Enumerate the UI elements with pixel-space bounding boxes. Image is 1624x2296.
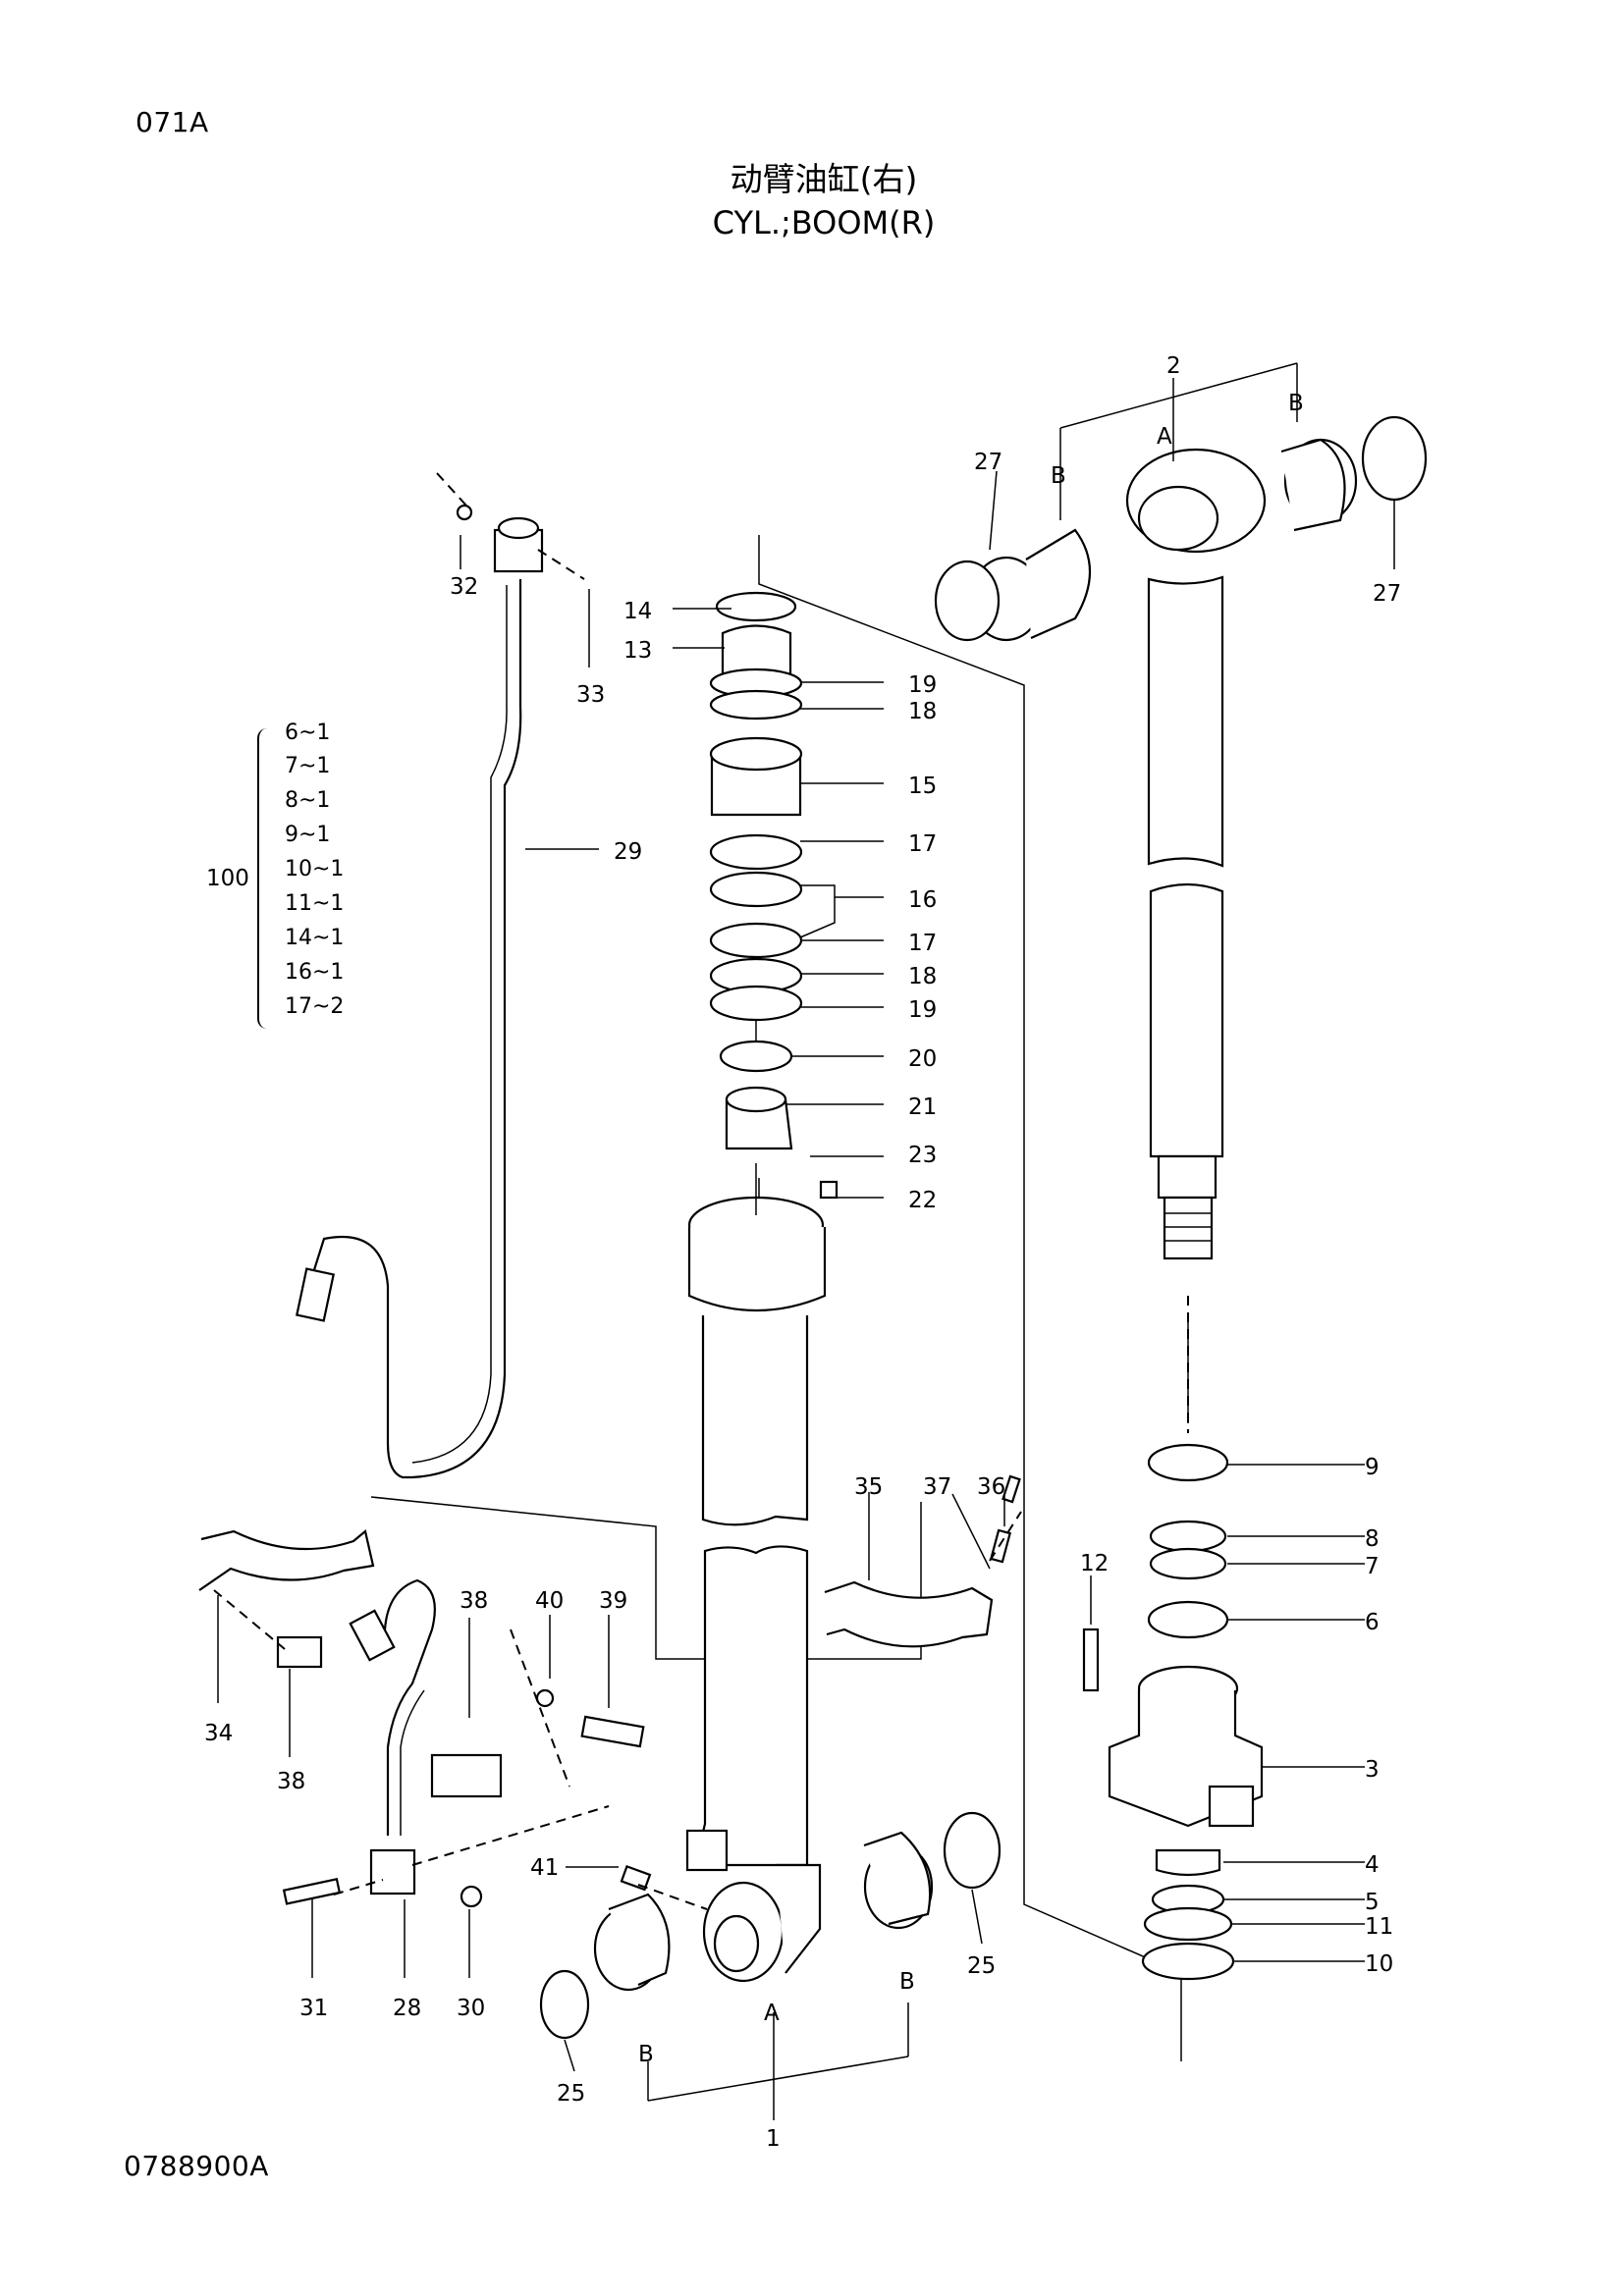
kit-item: 7~1 — [285, 754, 331, 778]
callout-7: 7 — [1365, 1554, 1380, 1579]
callout-31: 31 — [299, 1996, 328, 2021]
callout-29: 29 — [614, 839, 642, 865]
callout-34: 34 — [204, 1721, 233, 1746]
dashed-leaders — [213, 472, 1022, 1910]
kit-item: 16~1 — [285, 960, 345, 985]
piston-rod — [1125, 448, 1267, 1260]
callout-6: 6 — [1365, 1610, 1380, 1635]
callout-12: 12 — [1080, 1551, 1109, 1576]
callout-37: 37 — [923, 1474, 951, 1500]
kit-item: 9~1 — [285, 823, 331, 847]
kit-item: 11~1 — [285, 891, 345, 916]
callout-17: 17 — [908, 931, 937, 956]
callout-b: B — [638, 2042, 654, 2067]
callout-18: 18 — [908, 699, 937, 724]
callout-38: 38 — [277, 1769, 305, 1794]
drawing-code-top: 071A — [135, 106, 209, 138]
callout-b: B — [1051, 463, 1066, 489]
callout-8: 8 — [1365, 1526, 1380, 1552]
callout-33: 33 — [576, 682, 605, 708]
callout-17: 17 — [908, 831, 937, 857]
callout-23: 23 — [908, 1143, 937, 1168]
callout-2: 2 — [1166, 353, 1181, 379]
callout-numbers: 2 B A B 27 27 32 33 14 13 19 18 15 17 16… — [204, 353, 1401, 2152]
callout-27: 27 — [1373, 581, 1401, 607]
title-english: CYL.;BOOM(R) — [712, 204, 936, 241]
callout-35: 35 — [854, 1474, 883, 1500]
callout-b: B — [899, 1969, 915, 1995]
pipe-29 — [296, 504, 544, 1479]
callout-20: 20 — [908, 1046, 937, 1072]
callout-1: 1 — [766, 2126, 781, 2152]
callout-16: 16 — [908, 887, 937, 913]
callout-27: 27 — [974, 450, 1002, 475]
callout-21: 21 — [908, 1095, 937, 1120]
callout-15: 15 — [908, 774, 937, 799]
kit-item: 10~1 — [285, 857, 345, 881]
pipe-28 — [349, 1578, 436, 1896]
callout-32: 32 — [450, 574, 478, 600]
kit-number: 100 — [206, 866, 249, 891]
cylinder-tube — [685, 591, 839, 1983]
kit-item: 8~1 — [285, 788, 331, 813]
callout-18: 18 — [908, 964, 937, 989]
kit-item: 17~2 — [285, 994, 345, 1019]
kit-brace — [257, 728, 273, 1029]
callout-30: 30 — [457, 1996, 485, 2021]
callout-5: 5 — [1365, 1890, 1380, 1915]
cylinder-head-group — [1082, 1443, 1264, 1981]
callout-22: 22 — [908, 1188, 937, 1213]
callout-25: 25 — [557, 2081, 585, 2107]
bottom-end-bushings — [539, 1811, 1001, 2120]
title-chinese: 动臂油缸(右) — [730, 160, 918, 198]
callout-13: 13 — [623, 638, 652, 664]
callout-3: 3 — [1365, 1757, 1380, 1783]
callout-14: 14 — [623, 599, 652, 624]
callout-9: 9 — [1365, 1455, 1380, 1480]
kit-item: 14~1 — [285, 926, 345, 950]
callout-b: B — [1288, 391, 1304, 416]
kit-item: 6~1 — [285, 721, 331, 745]
callout-leaders — [217, 470, 1395, 2072]
clamps — [198, 1474, 1021, 1908]
callout-39: 39 — [599, 1588, 627, 1614]
callout-19: 19 — [908, 997, 937, 1023]
callout-4: 4 — [1365, 1852, 1380, 1878]
callout-41: 41 — [530, 1855, 559, 1881]
callout-11: 11 — [1365, 1914, 1393, 1940]
callout-a: A — [1157, 424, 1172, 450]
drawing-code-bottom: 0788900A — [124, 2150, 269, 2182]
callout-10: 10 — [1365, 1951, 1393, 1977]
callout-36: 36 — [977, 1474, 1005, 1500]
rod-end-bushings — [934, 362, 1428, 642]
callout-38: 38 — [460, 1588, 488, 1614]
callout-28: 28 — [393, 1996, 421, 2021]
callout-a: A — [764, 2001, 780, 2026]
callout-19: 19 — [908, 672, 937, 698]
callout-40: 40 — [535, 1588, 564, 1614]
callout-25: 25 — [967, 1953, 996, 1979]
